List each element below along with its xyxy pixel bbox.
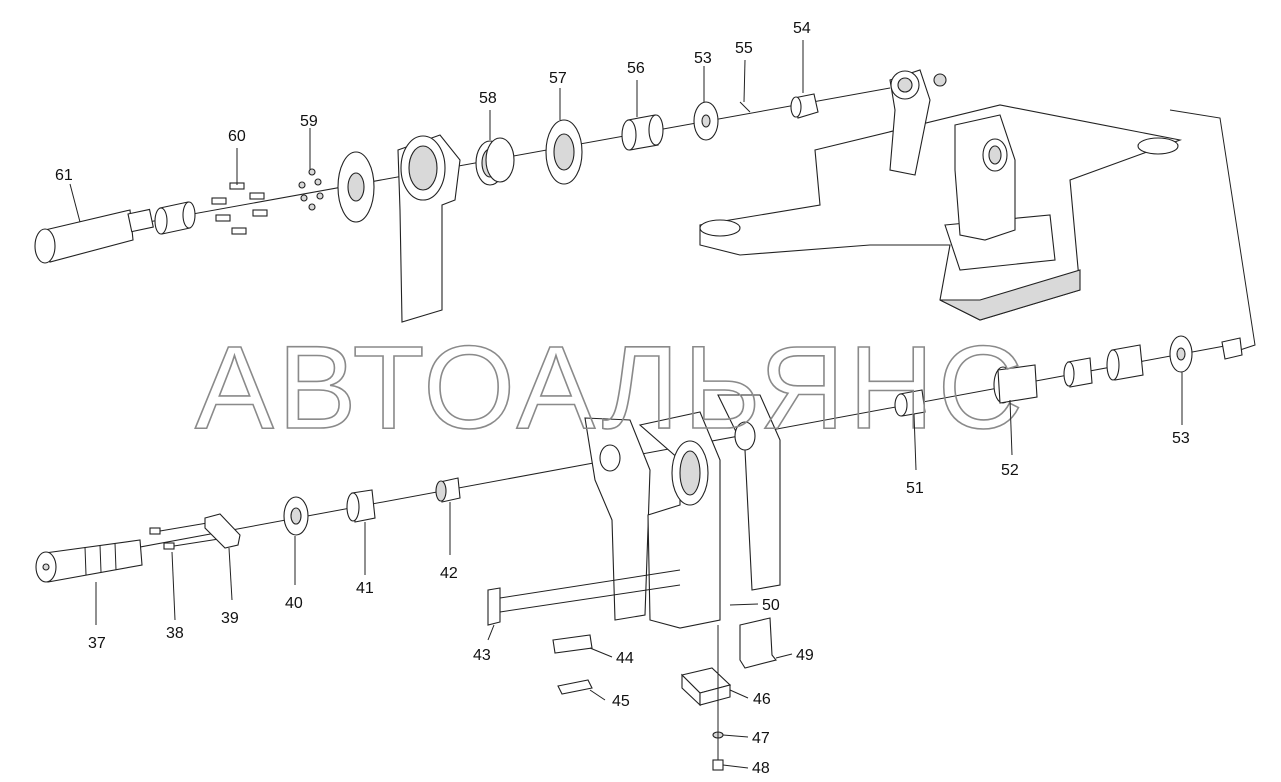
part-55-cotter-pin [739, 101, 751, 113]
callout-46: 46 [753, 691, 771, 708]
part-52-ring [993, 364, 1038, 404]
callout-53-lower: 53 [1172, 430, 1190, 447]
part-37-shaft [35, 539, 143, 583]
part-57-flange [545, 119, 583, 185]
part-60-bushing [154, 201, 196, 235]
part-61-pin [34, 208, 154, 264]
base-frame [699, 69, 1183, 321]
callout-52: 52 [1001, 462, 1019, 479]
callout-51: 51 [906, 480, 924, 497]
part-39-plate [204, 513, 241, 549]
callout-42: 42 [440, 565, 458, 582]
callout-53-upper: 53 [694, 50, 712, 67]
part-40-washer [283, 496, 309, 536]
part-53-washer-lower [1169, 335, 1193, 373]
part-54-nut [790, 93, 819, 119]
callout-50: 50 [762, 597, 780, 614]
part-44-pad [552, 634, 593, 654]
part-nut-lower [1221, 337, 1243, 360]
part-lower-bracket [584, 394, 781, 629]
callout-38: 38 [166, 625, 184, 642]
callout-58: 58 [479, 90, 497, 107]
callout-48: 48 [752, 760, 770, 777]
part-53-washer-upper [693, 101, 719, 141]
part-56-bushing [621, 114, 664, 151]
part-59-nuts [298, 168, 324, 211]
part-41-bushing [346, 489, 376, 523]
callout-60: 60 [228, 128, 246, 145]
part-49-bracket [739, 617, 777, 669]
part-bushing-lower-right-2 [1106, 344, 1144, 381]
part-flange [337, 151, 375, 223]
watermark: АВТОАЛЬЯНС [195, 322, 1027, 454]
callout-59: 59 [300, 113, 318, 130]
callout-57: 57 [549, 70, 567, 87]
callout-37: 37 [88, 635, 106, 652]
part-51-bushing [894, 389, 926, 417]
part-60-bolts [211, 182, 268, 235]
callout-55: 55 [735, 40, 753, 57]
part-bushing-lower-right [1063, 357, 1093, 388]
callout-45: 45 [612, 693, 630, 710]
part-42-bushing [435, 477, 461, 503]
part-43-plate [487, 569, 681, 626]
part-upper-arm [397, 134, 461, 323]
callout-39: 39 [221, 610, 239, 627]
upper-assembly-axis [59, 87, 891, 239]
callout-40: 40 [285, 595, 303, 612]
part-46-block [680, 667, 732, 707]
callout-47: 47 [752, 730, 770, 747]
frame-connector-line [1169, 109, 1256, 351]
callout-44: 44 [616, 650, 634, 667]
part-45-shim [557, 679, 593, 695]
callout-49: 49 [796, 647, 814, 664]
callout-61: 61 [55, 167, 73, 184]
callout-41: 41 [356, 580, 374, 597]
part-58-bearing [475, 137, 515, 186]
callout-labels: 37 38 39 40 41 42 43 44 45 46 47 48 49 5… [55, 20, 1190, 777]
callout-54: 54 [793, 20, 811, 37]
lower-assembly-axis [69, 344, 1231, 561]
callout-56: 56 [627, 60, 645, 77]
leader-lines [69, 40, 1183, 769]
callout-43: 43 [473, 647, 491, 664]
